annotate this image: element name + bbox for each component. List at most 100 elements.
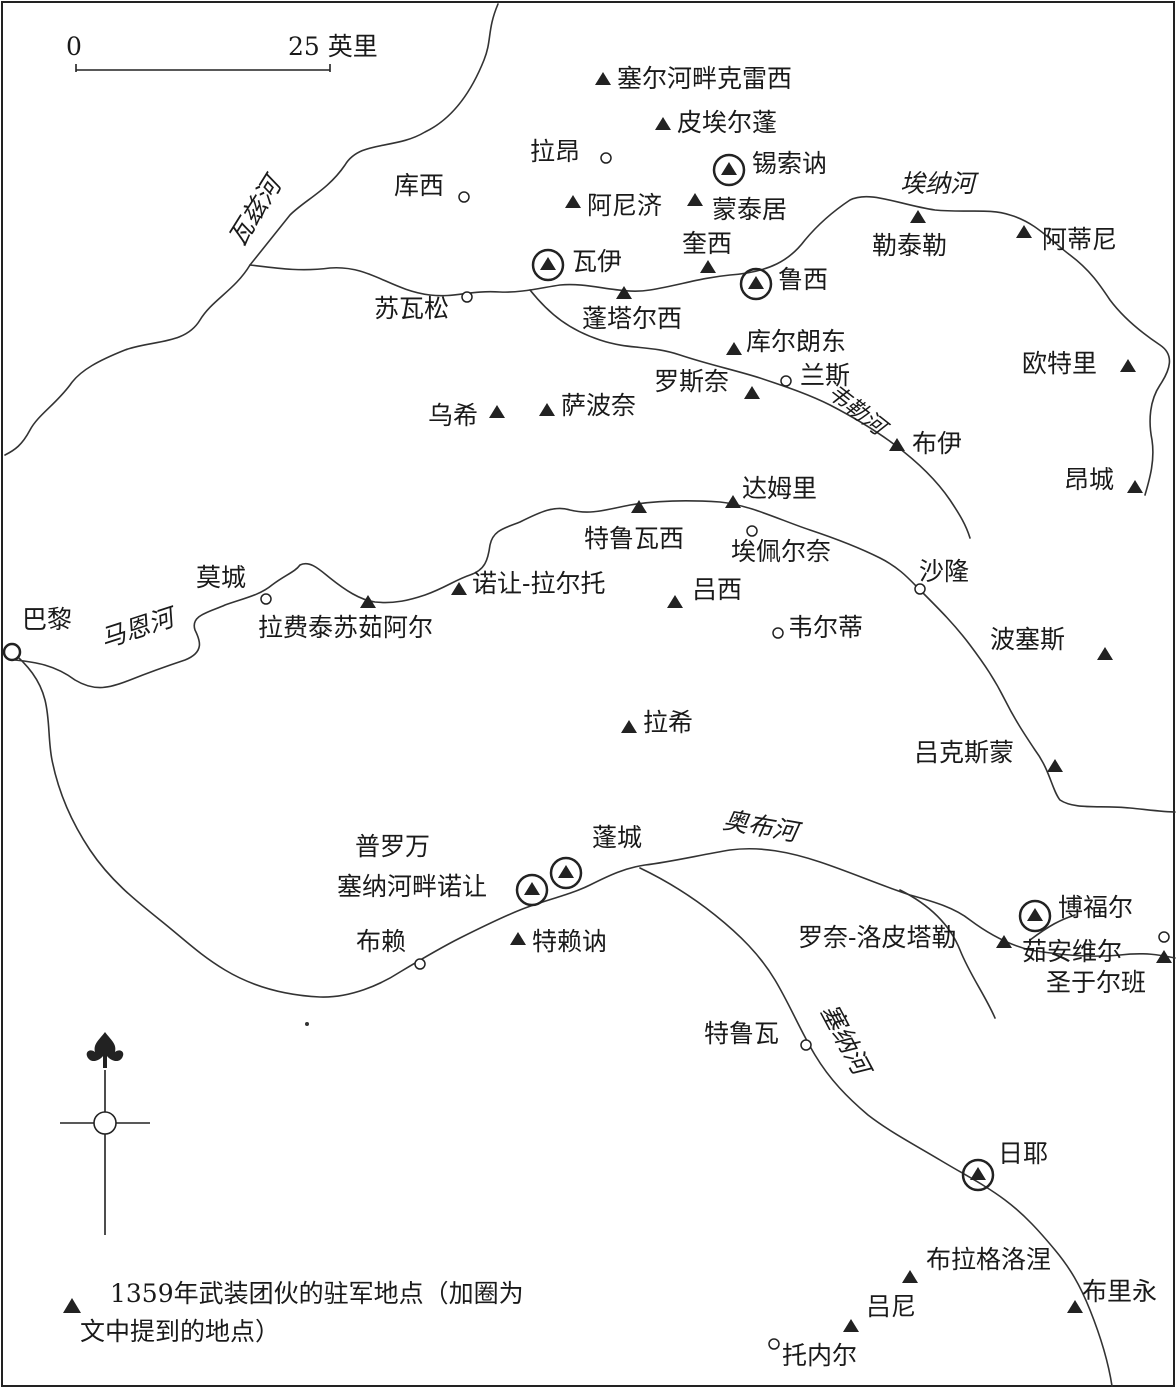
place-label-meaux: 莫城 bbox=[196, 563, 246, 592]
place-label-reims: 兰斯 bbox=[800, 361, 850, 390]
garrison-icon bbox=[725, 495, 741, 508]
aube-tributary-line bbox=[899, 889, 996, 1019]
place-label-vailly: 瓦伊 bbox=[572, 247, 622, 276]
place-label-lucy: 吕西 bbox=[692, 575, 742, 604]
place-label-vienne: 昂城 bbox=[1064, 465, 1114, 494]
town-icon bbox=[458, 191, 470, 203]
garrison-icon bbox=[621, 720, 637, 733]
place-label-bouy: 布伊 bbox=[912, 429, 962, 458]
places: 塞尔河畔克雷西 皮埃尔蓬 拉昂 锡索讷 库西 阿尼济 蒙泰居 勒泰勒 阿蒂尼 奎… bbox=[2, 64, 1172, 1370]
town-icon bbox=[414, 958, 426, 970]
garrison-icon bbox=[1156, 950, 1172, 963]
town-icon bbox=[780, 375, 792, 387]
place-label-laon: 拉昂 bbox=[530, 137, 580, 166]
place-label-la-ferte: 拉费泰苏茹阿尔 bbox=[258, 613, 433, 642]
place-label-pont-sur-seine: 蓬城 bbox=[592, 823, 642, 852]
map-speck bbox=[305, 1022, 309, 1026]
garrison-icon bbox=[687, 193, 703, 206]
place-label-saint-urbain: 圣于尔班 bbox=[1046, 968, 1146, 997]
legend: 1359年武装团伙的驻军地点（加圈为 文中提到的地点） bbox=[63, 1279, 524, 1346]
mentioned-circle-icon bbox=[739, 267, 773, 301]
town-icon bbox=[260, 593, 272, 605]
garrison-icon bbox=[748, 276, 764, 289]
garrison-icon bbox=[539, 403, 555, 416]
town-icon bbox=[914, 583, 926, 595]
place-label-roucy: 鲁西 bbox=[778, 265, 828, 294]
town-icon bbox=[1158, 931, 1170, 943]
river-label-aisne: 埃纳河 bbox=[900, 169, 979, 198]
place-label-lachy: 拉希 bbox=[643, 708, 693, 737]
garrison-icon bbox=[1016, 225, 1032, 238]
place-label-attigny: 阿蒂尼 bbox=[1042, 225, 1117, 254]
mentioned-circle-icon bbox=[515, 873, 549, 907]
mentioned-circle-icon bbox=[961, 1158, 995, 1192]
place-label-provins: 普罗万 bbox=[355, 832, 430, 861]
town-icon bbox=[772, 627, 784, 639]
place-label-autry: 欧特里 bbox=[1022, 349, 1097, 378]
town-icon bbox=[768, 1338, 780, 1350]
garrison-icon bbox=[565, 195, 581, 208]
place-label-soissons: 苏瓦松 bbox=[374, 294, 449, 323]
garrison-icon bbox=[1097, 647, 1113, 660]
town-icon bbox=[746, 525, 758, 537]
place-label-lusigny: 吕尼 bbox=[866, 1292, 916, 1321]
compass-icon bbox=[60, 1032, 150, 1235]
place-label-damery: 达姆里 bbox=[742, 474, 817, 503]
place-label-possesse: 波塞斯 bbox=[990, 625, 1065, 654]
place-label-vertus: 韦尔蒂 bbox=[788, 613, 863, 642]
garrison-icon bbox=[655, 117, 671, 130]
garrison-icon bbox=[889, 438, 905, 451]
mentioned-circle-icon bbox=[531, 248, 565, 282]
legend-line-2: 文中提到的地点） bbox=[80, 1317, 280, 1346]
garrison-icon bbox=[843, 1319, 859, 1332]
garrison-icon bbox=[996, 935, 1012, 948]
aisne-river-line bbox=[249, 195, 1171, 496]
place-label-montaigu: 蒙泰居 bbox=[712, 195, 787, 224]
garrison-icon bbox=[631, 500, 647, 513]
legend-garrison-icon bbox=[63, 1298, 81, 1313]
garrison-icon bbox=[910, 210, 926, 223]
scale-bar-max: 25 英里 bbox=[288, 32, 378, 61]
garrison-icon bbox=[524, 882, 540, 895]
garrison-icon bbox=[1027, 908, 1043, 921]
seine-lower-river-line bbox=[639, 867, 1113, 1387]
garrison-icon bbox=[616, 286, 632, 299]
place-label-saponay: 萨波奈 bbox=[561, 391, 636, 420]
place-label-cuissy: 奎西 bbox=[682, 229, 732, 258]
garrison-icon bbox=[902, 1270, 918, 1283]
place-label-joinville: 茹安维尔 bbox=[1022, 937, 1122, 966]
garrison-icon bbox=[540, 257, 556, 270]
place-label-coucy: 库西 bbox=[394, 171, 444, 200]
garrison-icon bbox=[558, 865, 574, 878]
garrison-icon bbox=[1067, 1300, 1083, 1313]
seine-upper-river-line bbox=[9, 649, 1176, 998]
legend-line-1: 1359年武装团伙的驻军地点（加圈为 bbox=[110, 1279, 524, 1308]
town-icon bbox=[600, 152, 612, 164]
place-label-troyes: 特鲁瓦 bbox=[704, 1019, 779, 1048]
garrison-icon bbox=[595, 72, 611, 85]
garrison-icon bbox=[970, 1167, 986, 1180]
garrison-icon bbox=[726, 342, 742, 355]
place-label-paris: 巴黎 bbox=[22, 605, 72, 634]
place-label-rosnay-l-hopital: 罗奈-洛皮塔勒 bbox=[798, 923, 956, 952]
mentioned-circle-icon bbox=[712, 153, 746, 187]
place-label-tonnerre: 托内尔 bbox=[782, 1341, 857, 1370]
place-label-brion: 布里永 bbox=[1082, 1277, 1157, 1306]
place-label-crecy-sur-serre: 塞尔河畔克雷西 bbox=[617, 64, 792, 93]
place-label-rethel: 勒泰勒 bbox=[872, 231, 947, 260]
place-label-nogent-l-artaud: 诺让-拉尔托 bbox=[472, 569, 605, 598]
oise-river-line bbox=[4, 3, 499, 456]
city-icon bbox=[2, 642, 22, 662]
town-icon bbox=[461, 291, 473, 303]
place-label-rosnay: 罗斯奈 bbox=[654, 367, 729, 396]
place-label-pierrepont: 皮埃尔蓬 bbox=[677, 108, 777, 137]
place-label-troissy: 特鲁瓦西 bbox=[584, 524, 684, 553]
place-label-gye: 日耶 bbox=[998, 1139, 1048, 1168]
place-label-traines: 特赖讷 bbox=[532, 927, 607, 956]
garrison-icon bbox=[721, 162, 737, 175]
scale-bar: 0 25 英里 bbox=[66, 32, 378, 72]
marne-river-line bbox=[14, 499, 1176, 813]
garrison-icon bbox=[700, 260, 716, 273]
